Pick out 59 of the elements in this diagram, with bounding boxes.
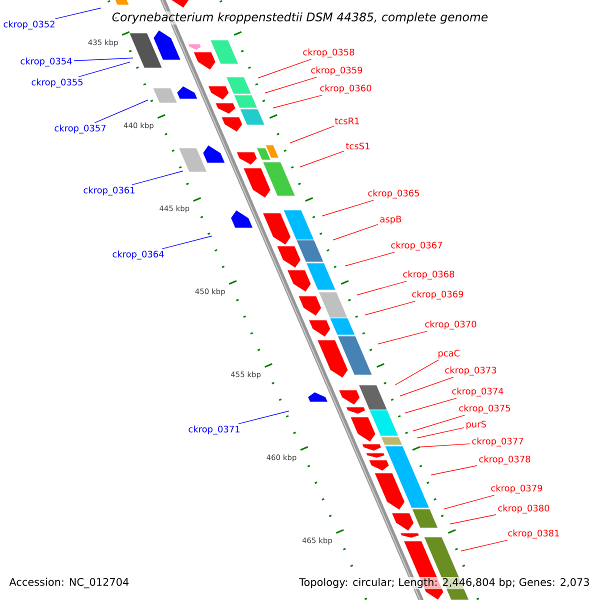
gene-label: ckrop_0367 [391, 242, 442, 250]
leader-line [132, 170, 184, 186]
leader-line [272, 94, 323, 108]
leader-line [74, 58, 134, 62]
leader-line [412, 414, 466, 432]
gene-label: ckrop_0375 [459, 404, 510, 414]
gene-label: ckrop_0352 [4, 20, 54, 30]
leader-line [290, 126, 334, 144]
gene-label: ckrop_0374 [452, 388, 504, 396]
gene-label: ckrop_0360 [320, 84, 372, 94]
gene-label: ckrop_0370 [425, 320, 476, 330]
leader-line [78, 62, 130, 78]
leader-line [94, 100, 148, 124]
accession-text: Accession: NC_012704 [9, 578, 129, 588]
leader-line [394, 360, 439, 386]
leader-line [356, 280, 408, 296]
title: Corynebacterium kroppenstedtii DSM 44385, complete genome [110, 11, 490, 25]
leader-line [430, 465, 478, 476]
gene-label: ckrop_0381 [508, 530, 559, 538]
leader-line [378, 330, 428, 344]
leader-line [364, 300, 416, 316]
leader-line [460, 540, 508, 552]
gene-label: ckrop_0369 [412, 290, 464, 300]
leader-line [300, 150, 344, 168]
gene-label: ckrop_0380 [498, 504, 550, 514]
leader-line [404, 398, 457, 414]
leader-line [416, 427, 464, 438]
leader-line [400, 376, 454, 396]
gene-label: ckrop_0379 [491, 484, 542, 494]
gene-label: ckrop_0377 [472, 438, 524, 446]
gene-label: ckrop_0364 [112, 250, 164, 260]
leader-line [264, 76, 318, 94]
leader-line [54, 8, 102, 20]
genome-stats-text: Topology: circular; Length: 2,446,804 bp; Genes: 2,073 [298, 576, 591, 590]
leader-line [322, 200, 374, 216]
gene-label: tcsR1 [334, 118, 359, 124]
gene-label: ckrop_0358 [303, 48, 354, 58]
gene-label: pcaC [438, 350, 460, 358]
gene-label: purS [466, 420, 486, 430]
gene-label: ckrop_0365 [368, 190, 420, 198]
leader-line [344, 252, 396, 266]
leader-line [444, 494, 495, 510]
leader-line [238, 410, 290, 424]
gene-label: ckrop_0378 [479, 456, 530, 464]
gene-label: tcsS1 [346, 142, 370, 150]
gene-label: ckrop_0368 [403, 270, 454, 280]
leader-line [258, 58, 312, 78]
gene-label: ckrop_0355 [32, 78, 83, 88]
gene-label: ckrop_0357 [54, 124, 106, 134]
leader-line [162, 236, 212, 250]
gene-label: ckrop_0371 [188, 426, 240, 434]
gene-label: ckrop_0361 [84, 186, 134, 196]
gene-label: ckrop_0354 [20, 58, 72, 66]
leader-line [332, 224, 378, 240]
leader-line [420, 443, 470, 448]
gene-label: aspB [380, 216, 402, 224]
gene-label: ckrop_0373 [445, 366, 496, 376]
gene-label: ckrop_0359 [311, 66, 362, 76]
leader-line [450, 514, 496, 524]
